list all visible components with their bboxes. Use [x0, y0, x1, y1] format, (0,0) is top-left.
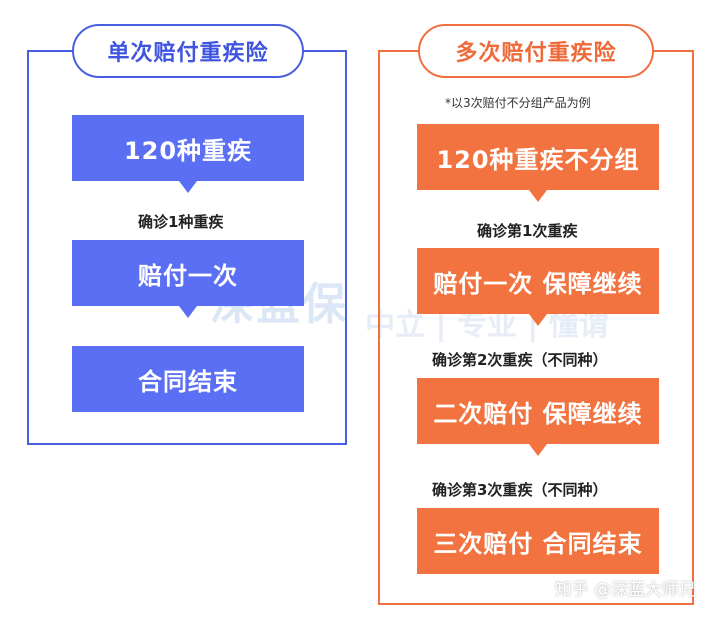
single-box-diseases: 120种重疾: [72, 115, 304, 181]
multi-box-diseases: 120种重疾不分组: [417, 124, 659, 190]
single-box-end: 合同结束: [72, 346, 304, 412]
multi-label-diagnosis-3: 确诊第3次重疾（不同种）: [432, 481, 608, 499]
multi-box-payout-3: 三次赔付 合同结束: [417, 508, 659, 574]
multi-box-payout-2: 二次赔付 保障继续: [417, 378, 659, 444]
multi-arrow-1: [529, 190, 547, 202]
single-label-diagnosis: 确诊1种重疾: [138, 213, 224, 231]
multi-payout-title: 多次赔付重疾险: [418, 24, 654, 78]
single-box-payout: 赔付一次: [72, 240, 304, 306]
multi-label-diagnosis-2: 确诊第2次重疾（不同种）: [432, 351, 608, 369]
multi-arrow-2: [529, 314, 547, 326]
single-arrow-2: [179, 306, 197, 318]
multi-payout-note: *以3次赔付不分组产品为例: [445, 96, 591, 110]
multi-label-diagnosis-1: 确诊第1次重疾: [477, 222, 578, 240]
multi-box-payout-1: 赔付一次 保障继续: [417, 248, 659, 314]
multi-arrow-3: [529, 444, 547, 456]
single-payout-title: 单次赔付重疾险: [72, 24, 304, 78]
single-arrow-1: [179, 181, 197, 193]
credit-watermark: 知乎 @深蓝大师兄: [554, 580, 696, 600]
